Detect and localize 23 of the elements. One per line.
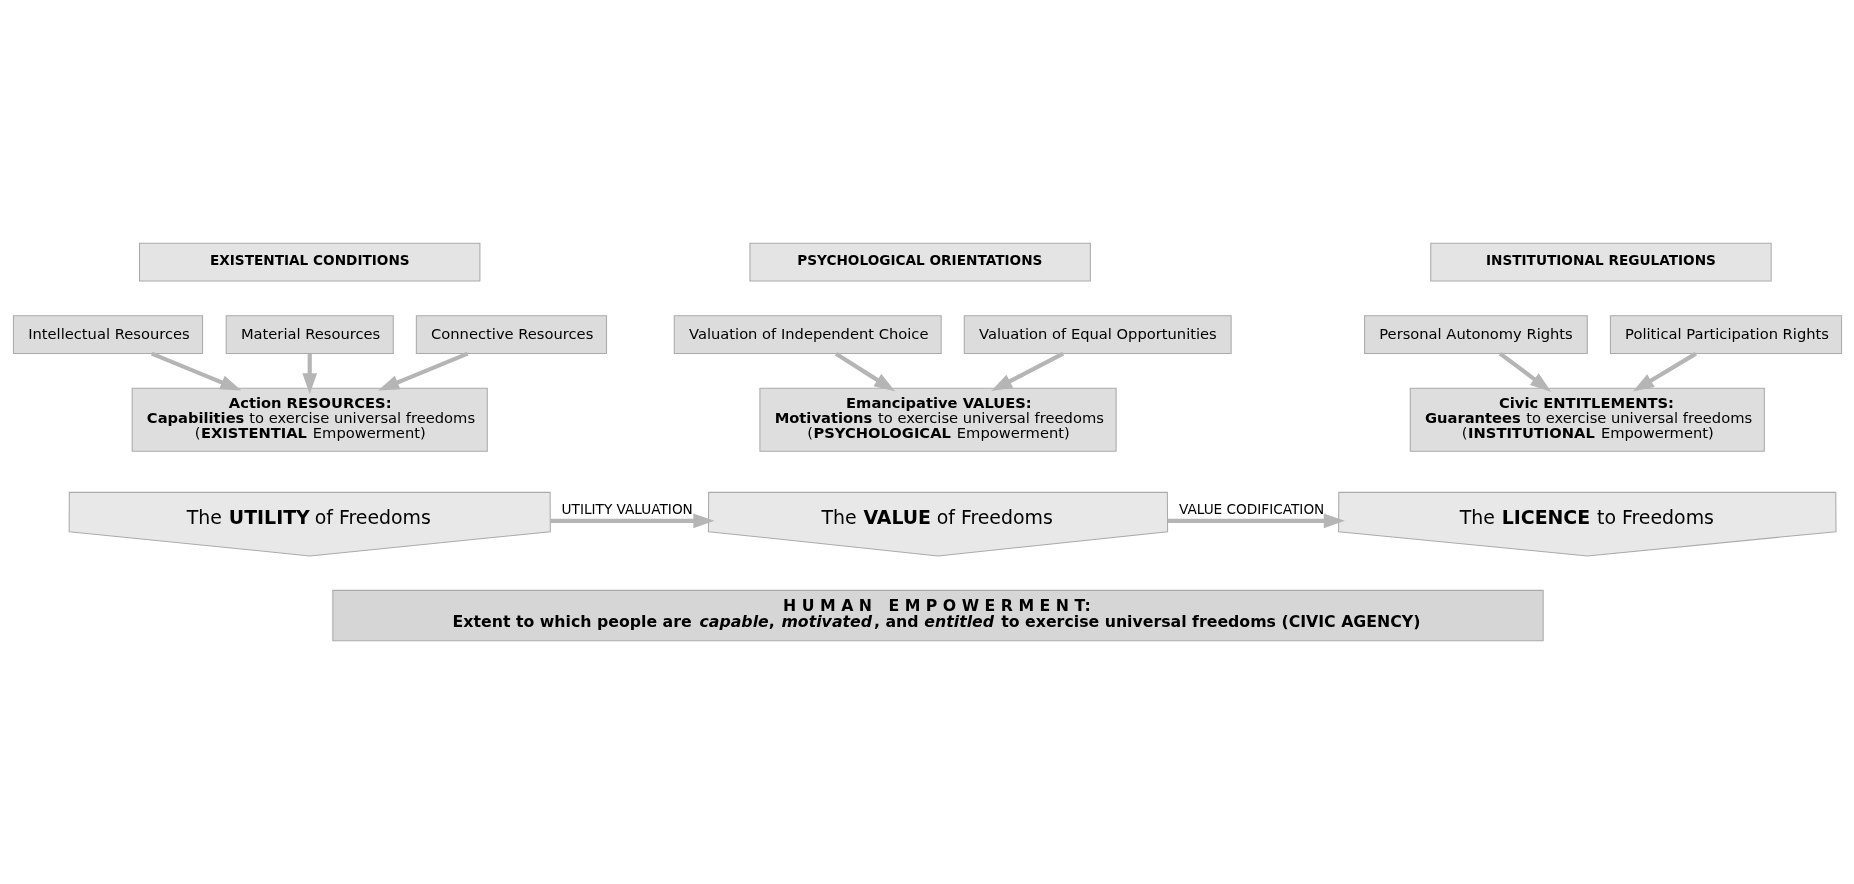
edge-label: VALUE CODIFICATION	[1178, 500, 1324, 517]
node-box: Action RESOURCES: Capabilities to exercise universal freedoms (EXISTENTIAL Empowerment)	[131, 387, 488, 452]
arrow	[990, 351, 1064, 392]
node-box: Personal Autonomy Rights	[1363, 315, 1588, 355]
node-box: EXISTENTIAL CONDITIONS	[138, 242, 480, 282]
node-box: Political Participation Rights	[1609, 315, 1842, 355]
node-box: INSTITUTIONAL REGULATIONS	[1429, 242, 1772, 282]
node-box: Emancipative VALUES: Motivations to exercise universal freedoms (PSYCHOLOGICAL Empowerment)	[758, 387, 1117, 452]
arrow	[1167, 513, 1345, 529]
arrow	[1498, 352, 1551, 392]
node-box: PSYCHOLOGICAL ORIENTATIONS	[748, 242, 1091, 282]
node-box: H U M A N E M P O W E R M E N T: Extent to which people are capable, motivated, and entitled to exercise universal freedoms (CIVIC AGENCY)	[331, 589, 1544, 642]
arrow	[1632, 351, 1697, 392]
node-box: Valuation of Equal Opportunities	[963, 315, 1232, 355]
node-box: Connective Resources	[415, 315, 607, 355]
edge-label: UTILITY VALUATION	[561, 500, 693, 517]
arrow	[834, 351, 895, 392]
node-box: Intellectual Resources	[12, 315, 203, 355]
arrow	[549, 513, 714, 529]
node-box: Civic ENTITLEMENTS: Guarantees to exercise universal freedoms (INSTITUTIONAL Empowerment)	[1409, 387, 1765, 452]
arrow	[301, 353, 317, 395]
node-box: Valuation of Independent Choice	[673, 315, 942, 355]
node-box: Material Resources	[225, 315, 394, 355]
